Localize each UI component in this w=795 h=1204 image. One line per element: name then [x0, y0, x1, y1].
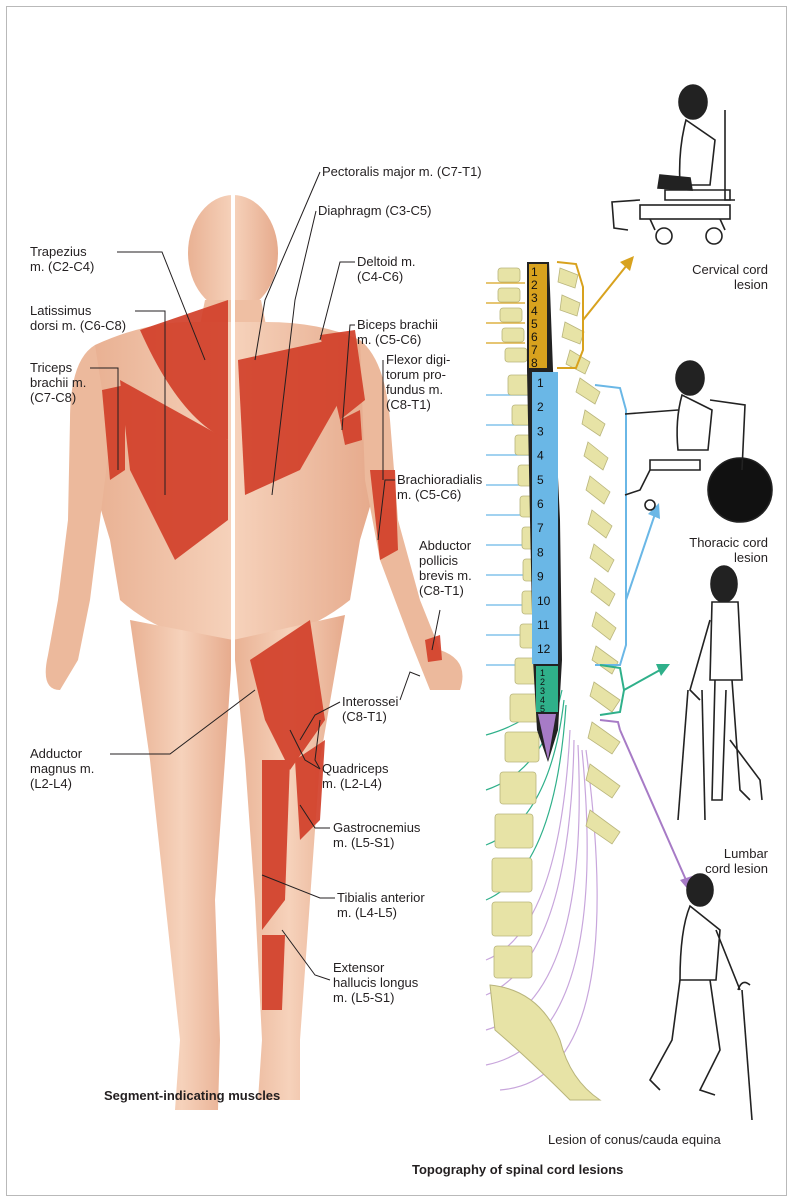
segment-cervical-6: 6	[531, 330, 538, 344]
cervical-wheelchair-figure	[612, 85, 735, 244]
label-pectoralis: Pectoralis major m. (C7-T1)	[322, 164, 482, 179]
label-tibialis: Tibialis anterior m. (L4-L5)	[337, 890, 425, 920]
label-adductor: Adductor magnus m. (L2-L4)	[30, 746, 94, 791]
segment-cervical-4: 4	[531, 304, 538, 318]
lumbar-crutch-figure	[678, 566, 762, 820]
left-leg	[130, 620, 233, 1110]
label-cervical-lesion: Cervical cord lesion	[672, 262, 768, 292]
segment-thoracic-6: 6	[537, 497, 544, 511]
segment-thoracic-9: 9	[537, 570, 544, 584]
conus-arrow	[620, 730, 686, 880]
label-brachioradialis: Brachioradialis m. (C5-C6)	[397, 472, 482, 502]
conus-bracket	[600, 720, 620, 730]
segment-cervical-5: 5	[531, 317, 538, 331]
segment-thoracic-12: 12	[537, 642, 551, 656]
label-extensor: Extensor hallucis longus m. (L5-S1)	[333, 960, 418, 1005]
spinous-processes	[558, 268, 620, 844]
segment-thoracic-2: 2	[537, 400, 544, 414]
label-biceps: Biceps brachii m. (C5-C6)	[357, 317, 438, 347]
segment-cervical-8: 8	[531, 356, 538, 370]
label-thoracic-lesion: Thoracic cord lesion	[664, 535, 768, 565]
label-lumbar-lesion: Lumbar cord lesion	[680, 846, 768, 876]
segment-thoracic-4: 4	[537, 449, 544, 463]
label-conus-lesion: Lesion of conus/cauda equina	[548, 1132, 721, 1147]
label-trapezius: Trapezius m. (C2-C4)	[30, 244, 94, 274]
thoracic-arrow	[626, 514, 655, 600]
segment-thoracic-11: 11	[537, 618, 550, 632]
label-latissimus: Latissimus dorsi m. (C6-C8)	[30, 303, 126, 333]
label-triceps: Triceps brachii m. (C7-C8)	[30, 360, 86, 405]
patient-silhouettes	[612, 85, 772, 1120]
label-quadriceps: Quadriceps m. (L2-L4)	[322, 761, 388, 791]
thoracic-wheelchair-figure	[625, 361, 772, 522]
segment-lumbar-5: 5	[540, 704, 545, 714]
segment-cervical-7: 7	[531, 343, 538, 357]
label-diaphragm: Diaphragm (C3-C5)	[318, 203, 431, 218]
segment-cervical-1: 1	[531, 265, 538, 279]
conus-cane-figure	[650, 874, 752, 1120]
cervical-arrow	[583, 265, 627, 320]
caption-segment-indicating-muscles: Segment-indicating muscles	[104, 1088, 280, 1103]
cervical-arrowhead	[620, 256, 634, 271]
segment-cervical-3: 3	[531, 291, 538, 305]
segment-thoracic-7: 7	[537, 521, 544, 535]
segment-cervical-2: 2	[531, 278, 538, 292]
label-interossei: Interossei (C8-T1)	[342, 694, 398, 724]
extensor-muscle	[262, 935, 285, 1010]
lumbar-arrow	[624, 670, 660, 690]
segment-thoracic-10: 10	[537, 594, 551, 608]
caption-topography: Topography of spinal cord lesions	[412, 1162, 623, 1177]
label-abductor: Abductor pollicis brevis m. (C8-T1)	[419, 538, 472, 598]
label-flexor: Flexor digi- torum pro- fundus m. (C8-T1…	[386, 352, 450, 412]
sacrum	[490, 985, 600, 1100]
segment-thoracic-8: 8	[537, 545, 544, 559]
segment-thoracic-3: 3	[537, 424, 544, 438]
lesion-brackets	[557, 256, 692, 892]
label-gastrocnemius: Gastrocnemius m. (L5-S1)	[333, 820, 420, 850]
interossei-leader	[400, 672, 420, 700]
segment-thoracic-5: 5	[537, 473, 544, 487]
label-deltoid: Deltoid m. (C4-C6)	[357, 254, 416, 284]
segment-thoracic-1: 1	[537, 376, 544, 390]
